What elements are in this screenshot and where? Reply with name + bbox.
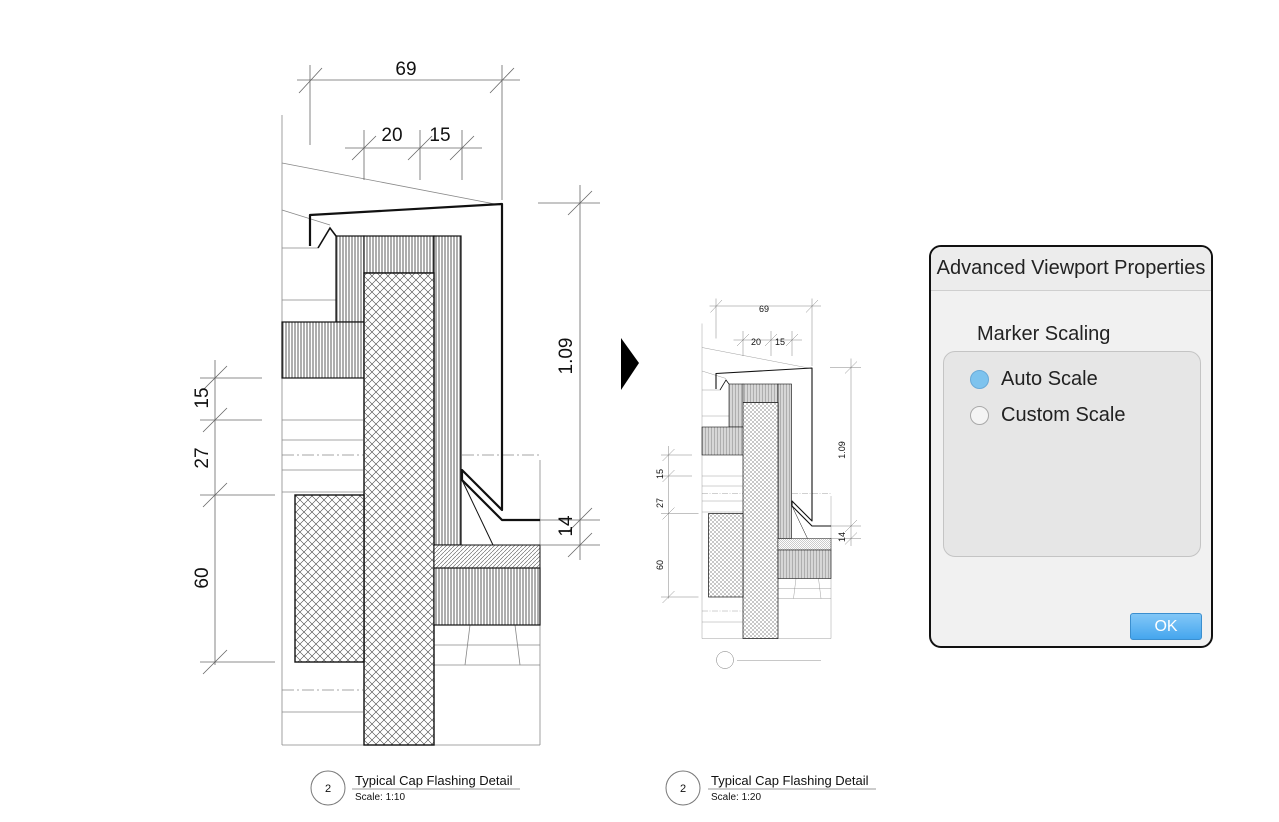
detail-scale-small: Scale: 1:20 (711, 792, 761, 803)
marker-scaling-group: Auto Scale Custom Scale (943, 351, 1201, 557)
right-triangle-arrow-icon (621, 338, 639, 390)
custom-scale-radio[interactable] (970, 405, 989, 425)
detail-title-small: Typical Cap Flashing Detail (711, 773, 869, 788)
marker-number-small: 2 (680, 783, 686, 795)
auto-scale-option[interactable]: Auto Scale (970, 366, 1098, 392)
detail-scale-large: Scale: 1:10 (355, 792, 405, 803)
detail-title-large: Typical Cap Flashing Detail (355, 773, 513, 788)
detail-large: 69 20 15 1.09 14 15 27 60 2 Typical Cap … (192, 59, 602, 807)
dim-small-left-b: 27 (655, 498, 665, 508)
dialog-title: Advanced Viewport Properties (931, 247, 1211, 291)
dim-small-top-b: 15 (775, 337, 785, 347)
dim-large-lower: 14 (556, 515, 577, 537)
dim-large-left-b: 27 (192, 447, 213, 468)
detail-small: 69 20 15 1.09 14 15 27 60 2 Typical Cap … (655, 297, 876, 806)
dim-small-left-a: 15 (655, 469, 665, 479)
dim-small-left-c: 60 (655, 560, 665, 570)
custom-scale-label: Custom Scale (1001, 403, 1126, 426)
dim-large-top-b: 15 (429, 125, 450, 146)
dim-large-height: 1.09 (556, 338, 577, 375)
custom-scale-option[interactable]: Custom Scale (970, 402, 1126, 428)
dim-large-top-total: 69 (395, 59, 416, 80)
advanced-viewport-properties-dialog: Advanced Viewport Properties Marker Scal… (929, 245, 1213, 648)
auto-scale-label: Auto Scale (1001, 367, 1098, 390)
dim-small-top-total: 69 (759, 304, 769, 314)
dim-large-top-a: 20 (381, 125, 402, 146)
dim-large-left-a: 15 (192, 387, 213, 408)
dim-large-left-c: 60 (192, 567, 213, 588)
dim-small-height: 1.09 (837, 441, 847, 459)
auto-scale-radio[interactable] (970, 369, 989, 389)
dim-small-lower: 14 (837, 532, 847, 542)
ok-button[interactable]: OK (1130, 613, 1202, 640)
dim-small-top-a: 20 (751, 337, 761, 347)
marker-number-large: 2 (325, 783, 331, 795)
marker-scaling-heading: Marker Scaling (977, 323, 1111, 345)
